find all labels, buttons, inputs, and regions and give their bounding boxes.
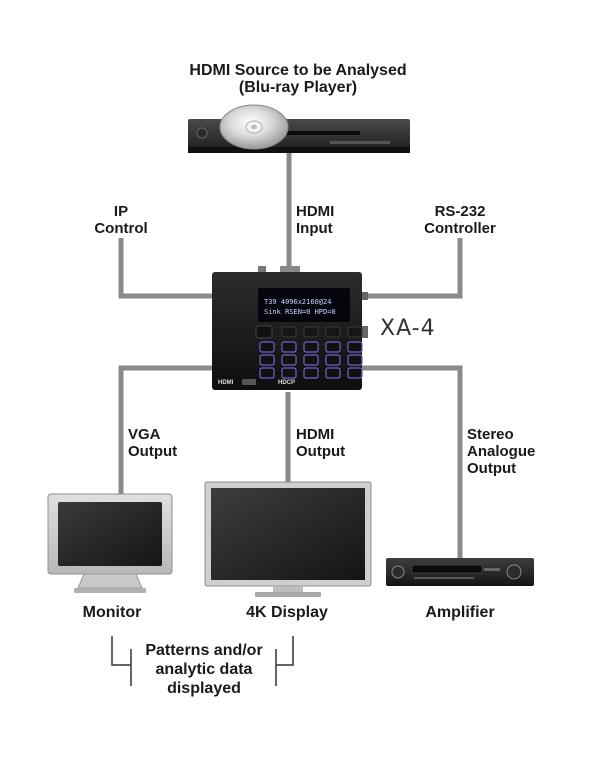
hdmi-logo: HDMI (218, 380, 234, 386)
keypad-button (347, 341, 363, 353)
keypad-nav-button (281, 326, 297, 338)
keypad-button (281, 367, 297, 379)
lcd-line1: T39 4096x2160@24 (264, 298, 331, 306)
keypad (259, 326, 363, 379)
monitor-icon (47, 493, 173, 593)
keypad-button (259, 341, 275, 353)
keypad-button (259, 354, 275, 366)
keypad-nav-button (303, 326, 319, 338)
device-name: XA-4 (380, 316, 436, 341)
keypad-button (303, 341, 319, 353)
stereo-output-label-line1: Stereo (467, 426, 514, 443)
stereo-output-label: Stereo Analogue Output (467, 426, 535, 477)
hdmi-input-label-line2: Input (296, 220, 333, 237)
rs232-label: RS-232 Controller (424, 203, 496, 237)
keypad-button (303, 354, 319, 366)
ip-control-label-line2: Control (94, 220, 148, 237)
hdmi-output-label-line1: HDMI (296, 426, 335, 443)
source-title: HDMI Source to be Analysed (Blu-ray Play… (189, 62, 406, 96)
hdcp-logo: HDCP (278, 380, 295, 386)
keypad-button (281, 341, 297, 353)
source-title-line1: HDMI Source to be Analysed (189, 62, 407, 79)
vga-output-cable (118, 365, 215, 496)
keypad-button (303, 367, 319, 379)
lcd-line2: Sink RSEN=0 HPD=0 (264, 308, 336, 316)
source-title-line2: (Blu-ray Player) (238, 79, 358, 96)
keypad-button (325, 354, 341, 366)
note-text: Patterns and/or analytic data displayed (145, 641, 262, 698)
ip-control-cable (118, 238, 215, 299)
rs232-label-line2: Controller (424, 220, 496, 237)
ip-control-label-line1: IP (113, 203, 129, 220)
note-line3: displayed (167, 680, 241, 697)
note-bracket-left (111, 636, 131, 666)
keypad-nav-button (347, 326, 363, 338)
note-line1: Patterns and/or (145, 642, 263, 659)
vga-output-label-line1: VGA (128, 426, 161, 443)
ip-control-label: IP Control (94, 203, 147, 237)
keypad-button (325, 341, 341, 353)
rs232-cable (362, 238, 463, 299)
hdmi-output-label-line2: Output (296, 443, 346, 460)
keypad-button (259, 367, 275, 379)
keypad-button (347, 354, 363, 366)
stereo-output-label-line2: Analogue (467, 443, 536, 460)
amplifier-icon (386, 558, 534, 586)
stereo-output-cable (362, 365, 463, 560)
amplifier-label: Amplifier (425, 604, 495, 621)
note-bracket-right (276, 636, 294, 666)
keypad-nav-button (325, 326, 341, 338)
keypad-button (281, 354, 297, 366)
rs232-label-line1: RS-232 (434, 203, 486, 220)
hdmi-input-label-line1: HDMI (296, 203, 335, 220)
stereo-output-label-line3: Output (467, 460, 517, 477)
keypad-button (347, 367, 363, 379)
monitor-label: Monitor (82, 604, 142, 621)
hdmi-input-label: HDMI Input (296, 203, 334, 237)
display-4k-label: 4K Display (246, 604, 328, 621)
vga-output-label-line2: Output (128, 443, 178, 460)
bluray-player-icon (188, 104, 410, 153)
note-line2: analytic data (155, 661, 253, 678)
hdmi-output-label: HDMI Output (296, 426, 345, 460)
keypad-button (325, 367, 341, 379)
vga-output-label: VGA Output (128, 426, 177, 460)
4k-display-icon (204, 481, 372, 597)
xa4-device: T39 4096x2160@24 Sink RSEN=0 HPD=0 HDMI … (212, 266, 368, 390)
